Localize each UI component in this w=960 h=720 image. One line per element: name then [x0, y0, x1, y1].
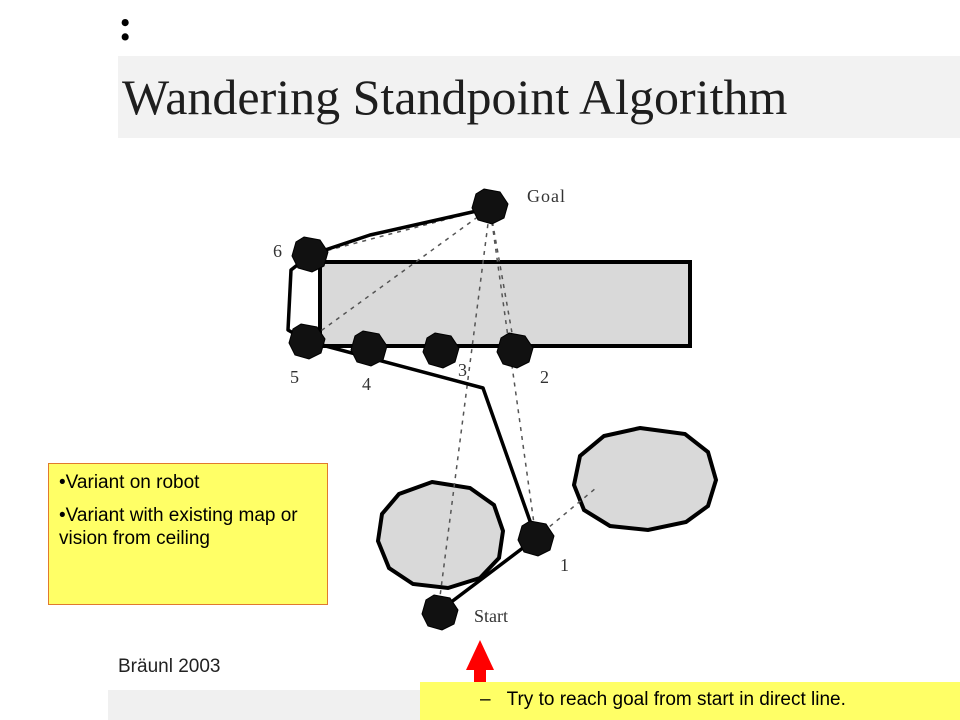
note-item-2: Variant with existing map or vision from… [59, 505, 317, 551]
variants-note: Variant on robot Variant with existing m… [48, 463, 328, 605]
caption-band [420, 682, 960, 720]
label-2: 2 [540, 367, 549, 387]
standpoint-1 [517, 520, 555, 557]
caption-dash: – [480, 689, 491, 710]
credit-text: Bräunl 2003 [118, 656, 221, 677]
label-6: 6 [273, 241, 282, 261]
caption-text: Try to reach goal from start in direct l… [506, 689, 846, 710]
robot-path [286, 206, 538, 614]
caption: –Try to reach goal from start in direct … [480, 689, 846, 711]
bullet-colon: : [118, 1, 133, 50]
standpoint-6 [291, 236, 329, 273]
round-obstacle-right [571, 425, 719, 533]
goal-label: Goal [527, 186, 566, 206]
label-5: 5 [290, 367, 299, 387]
label-1: 1 [560, 555, 569, 575]
start-label: Start [474, 606, 508, 626]
label-3: 3 [458, 360, 467, 380]
slide-title: Wandering Standpoint Algorithm [122, 69, 788, 125]
rect-obstacle [318, 260, 692, 348]
goal-standpoint [471, 188, 509, 225]
note-item-1: Variant on robot [59, 472, 317, 495]
label-4: 4 [362, 374, 371, 394]
title-background [118, 56, 960, 138]
round-obstacle-left [375, 479, 506, 591]
